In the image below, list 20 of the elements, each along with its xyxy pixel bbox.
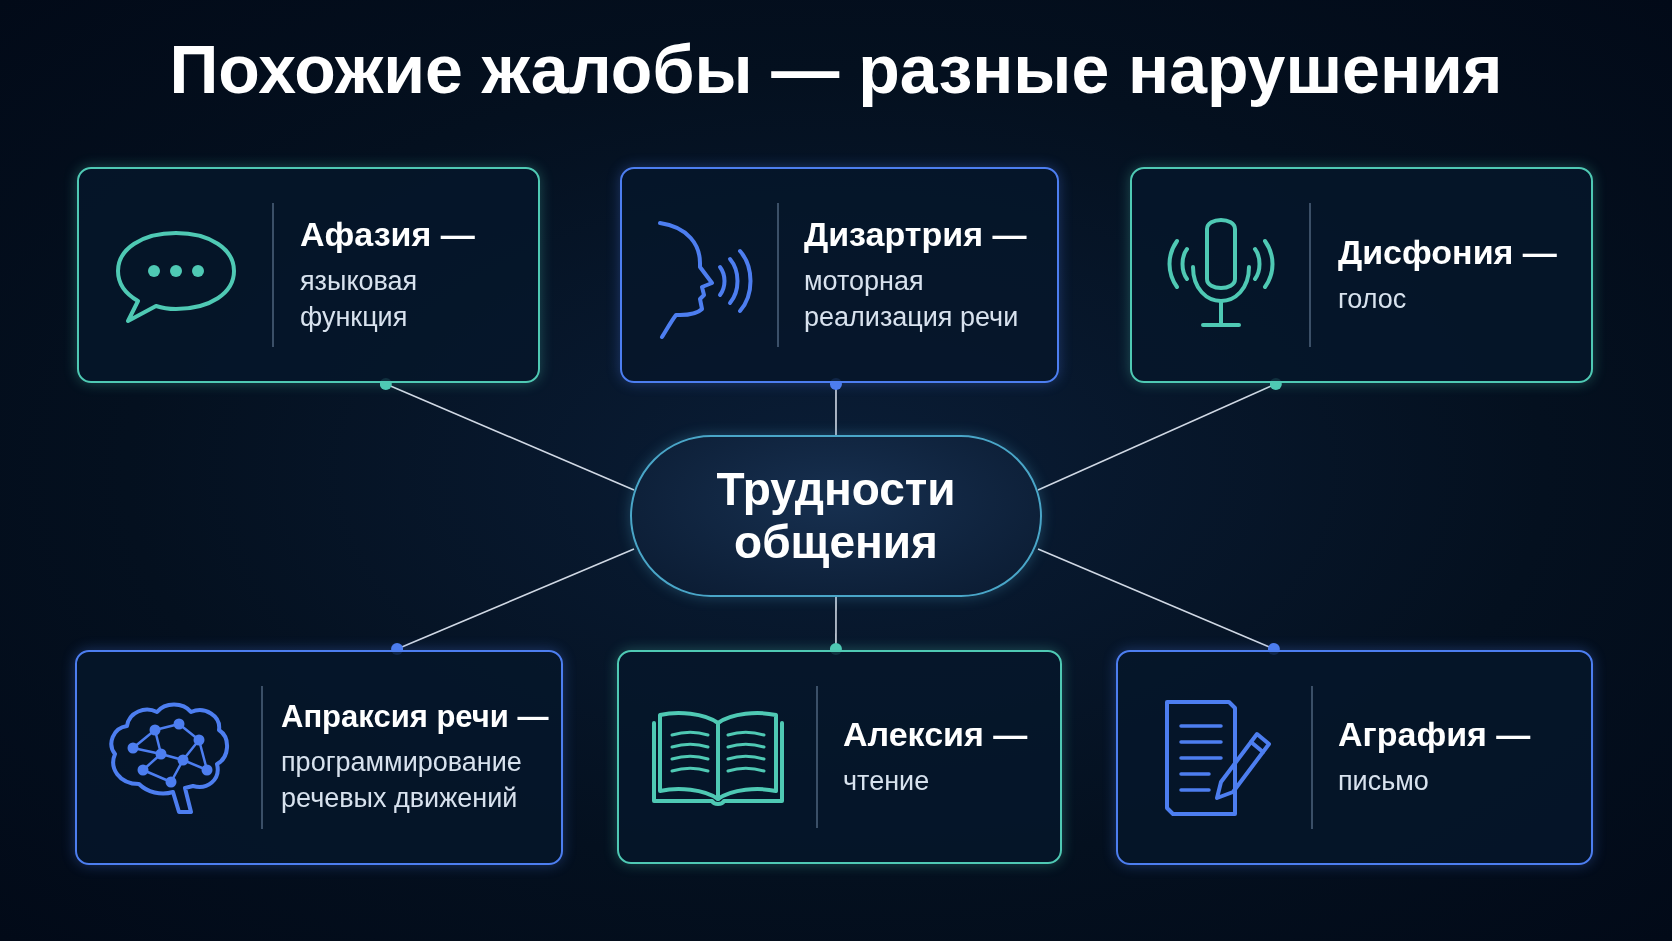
- card-heading: Афазия —: [300, 215, 476, 255]
- card-description: языковая функция: [300, 265, 419, 334]
- category-card: [75, 650, 563, 865]
- card-heading: Дизартрия —: [804, 215, 1028, 255]
- card-description: программирование речевых движений: [281, 746, 523, 815]
- card-description: голос: [1338, 282, 1408, 316]
- category-card: [617, 650, 1062, 864]
- card-heading: Аграфия —: [1338, 715, 1532, 755]
- center-label: Трудности общения: [715, 463, 957, 569]
- card-heading: Алексия —: [843, 714, 1029, 754]
- category-card: [77, 167, 540, 383]
- card-heading: Апраксия речи —: [281, 699, 550, 736]
- card-heading: Дисфония —: [1338, 232, 1558, 272]
- title: Похожие жалобы — разные нарушения: [168, 30, 1504, 108]
- card-description: чтение: [843, 764, 931, 798]
- card-description: письмо: [1338, 765, 1430, 799]
- card-description: моторная реализация речи: [804, 265, 1020, 334]
- category-card: [1116, 650, 1593, 865]
- category-card: [1130, 167, 1593, 383]
- category-card: [620, 167, 1059, 383]
